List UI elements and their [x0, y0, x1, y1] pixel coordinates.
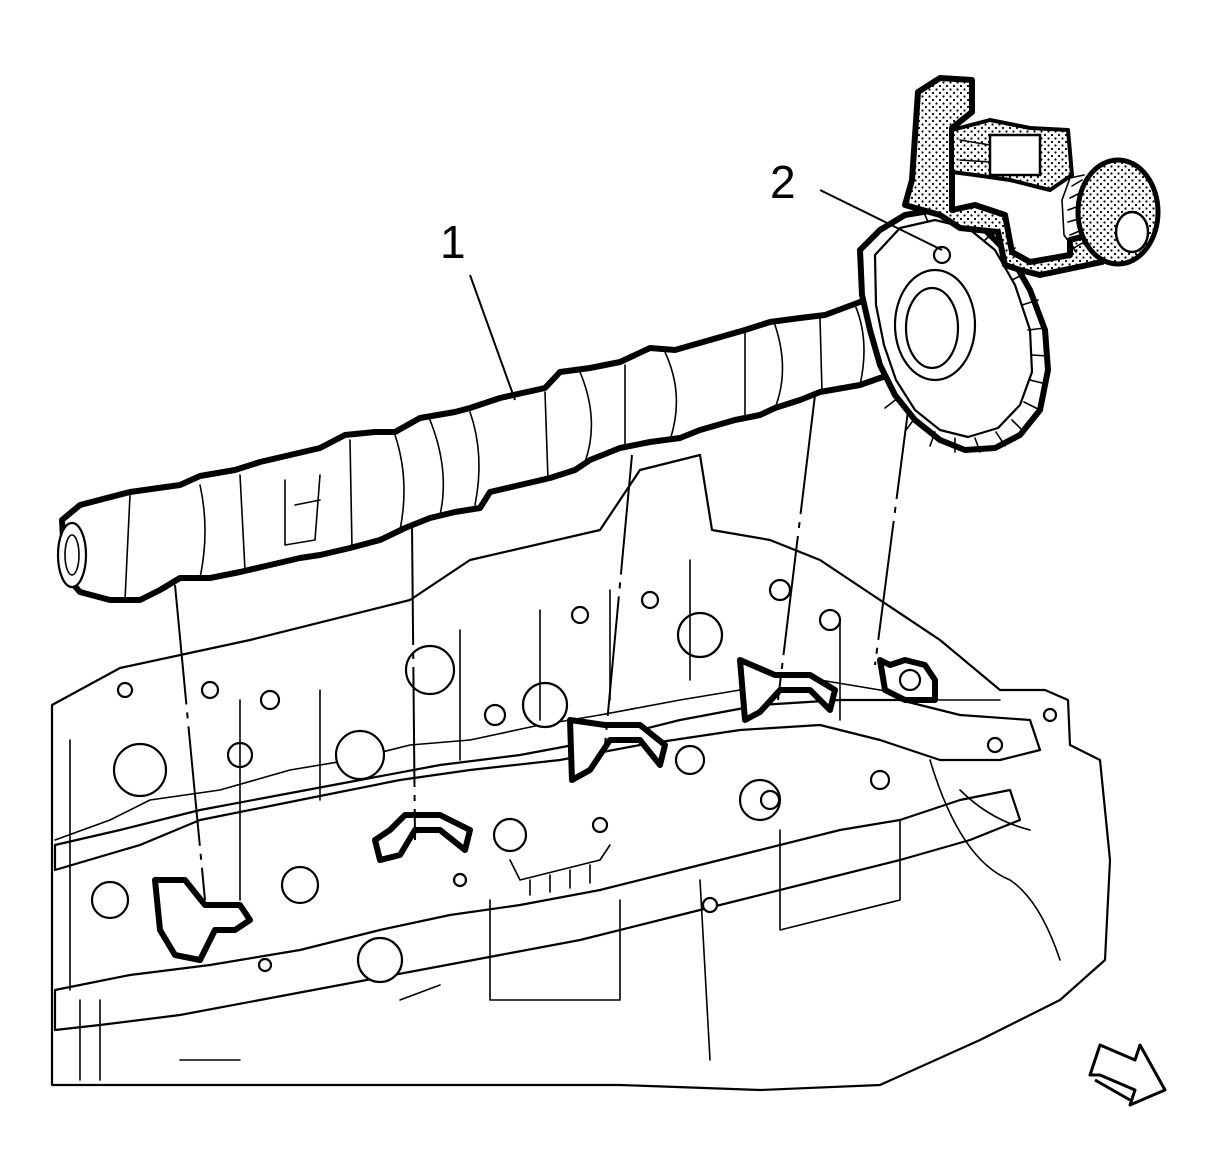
camshaft-sprocket-gear [857, 204, 1051, 453]
cylinder-head [50, 453, 1112, 1092]
head-holes [90, 578, 1058, 984]
head-gasket-deck [53, 698, 1042, 872]
view-direction-arrow-icon [1088, 1043, 1167, 1107]
knob-knurling [1067, 179, 1085, 249]
installation-guide-lines [174, 379, 913, 901]
callout-1-label: 1 [440, 216, 466, 268]
camshaft-nose [56, 521, 88, 589]
bearing-saddles [152, 657, 938, 963]
callout-1-leader [469, 274, 516, 401]
lower-flange [53, 788, 1022, 1032]
saddle-4 [737, 657, 838, 723]
camshaft [56, 292, 951, 603]
tool-adjuster-knob [1075, 157, 1161, 267]
tool-bracket [902, 75, 1105, 278]
head-detail-lines [69, 559, 1061, 1081]
gear-locating-hole [932, 245, 952, 265]
callout-2-leader [819, 189, 943, 251]
camshaft-holding-tool [902, 75, 1161, 278]
callout-2-label: 2 [770, 156, 796, 208]
callout-leaders [469, 189, 943, 401]
tool-window [988, 133, 1042, 177]
saddle-2 [372, 812, 473, 863]
saddle-3 [567, 717, 668, 783]
saddle-1 [152, 877, 253, 963]
